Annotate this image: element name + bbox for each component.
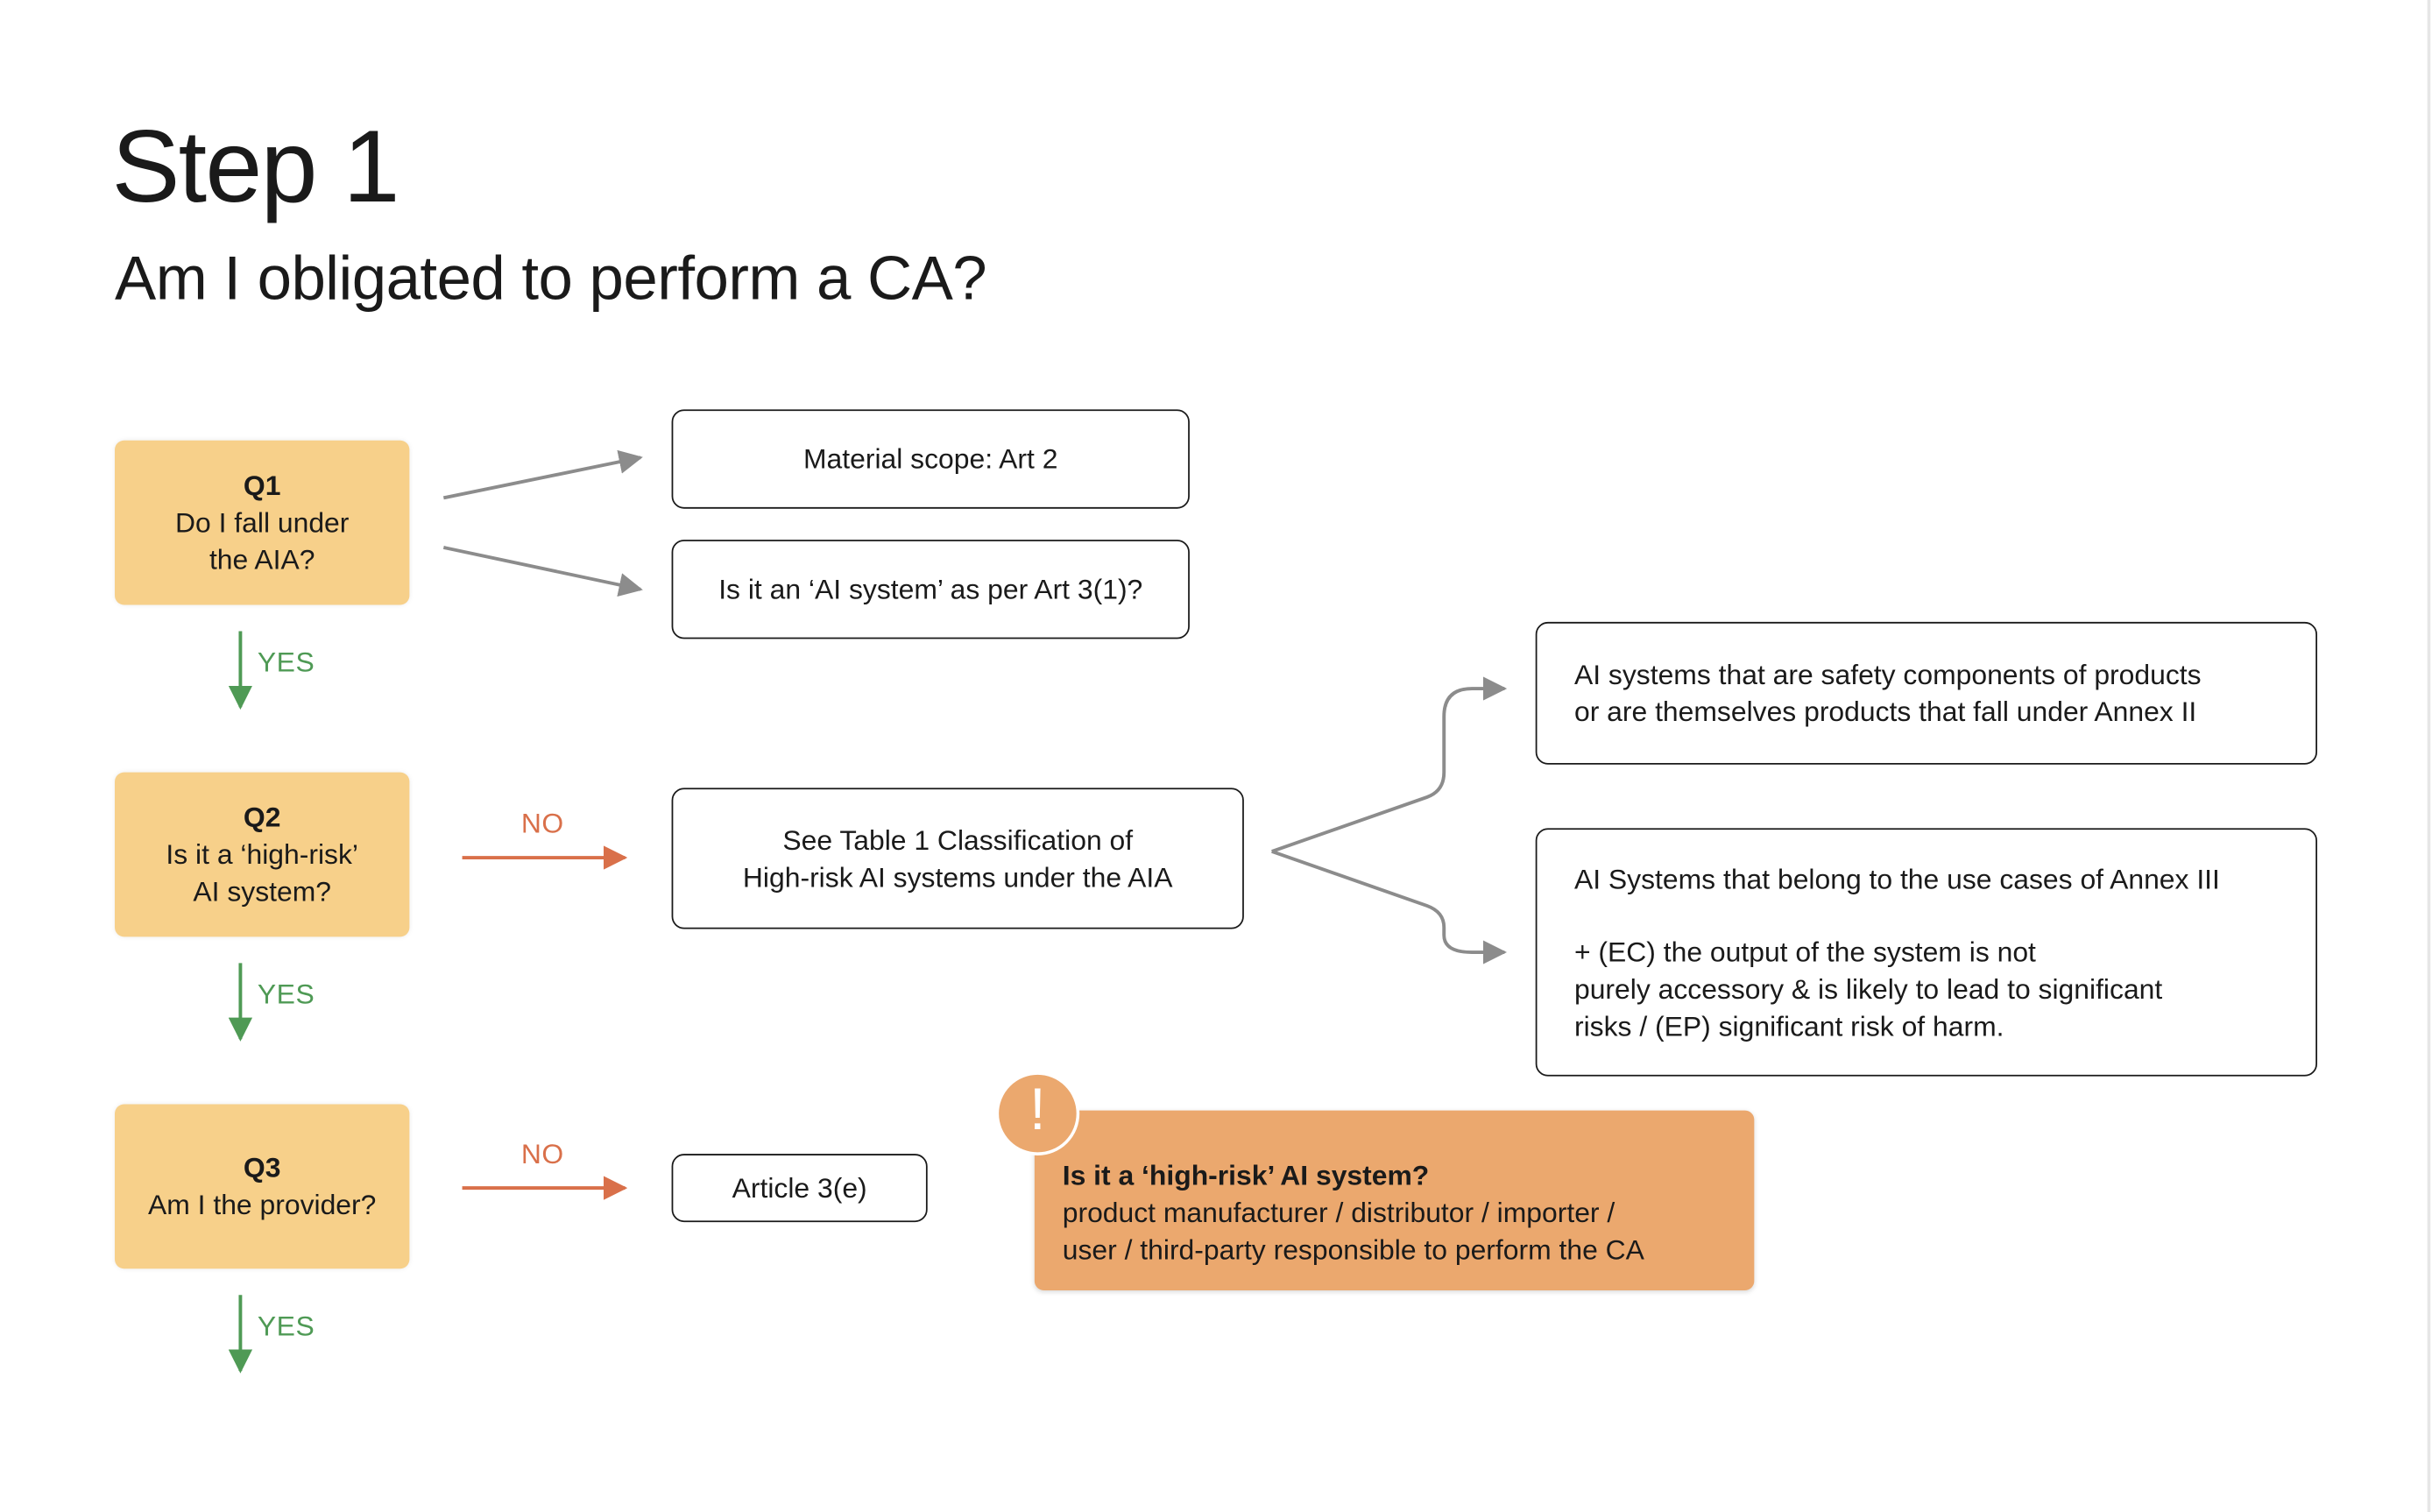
annex3-line1: AI Systems that belong to the use cases … <box>1573 863 2220 894</box>
question-id: Q3 <box>243 1152 281 1183</box>
arrow-table1-to-annex2 <box>1271 676 1508 853</box>
question-text: Is it a ‘high-risk’ AI system? <box>166 838 358 908</box>
no-label-q3: NO <box>520 1138 564 1169</box>
exclamation-icon: ! <box>995 1071 1080 1155</box>
right-edge-divider <box>2427 0 2431 1512</box>
no-label-q2: NO <box>520 808 564 839</box>
yes-label-q3: YES <box>257 1310 315 1342</box>
annex3-box: AI Systems that belong to the use cases … <box>1535 828 2317 1077</box>
annex2-box: AI systems that are safety components of… <box>1535 621 2317 765</box>
question-q2: Q2 Is it a ‘high-risk’ AI system? <box>115 772 410 937</box>
alert-heading: Is it a ‘high-risk’ AI system? <box>1062 1160 1430 1191</box>
question-id: Q1 <box>243 470 281 501</box>
question-text: Do I fall under the AIA? <box>175 506 350 576</box>
arrow-q1-to-material-scope <box>442 449 643 500</box>
annex3-line2: + (EC) the output of the system is not p… <box>1573 936 2163 1042</box>
arrow-q1-to-ai-system <box>442 546 643 597</box>
material-scope-box: Material scope: Art 2 <box>671 409 1190 509</box>
high-risk-alert-callout: Is it a ‘high-risk’ AI system? product m… <box>1034 1110 1755 1290</box>
yes-label-q1: YES <box>257 646 315 678</box>
arrow-table1-to-annex3 <box>1271 850 1508 964</box>
alert-body: product manufacturer / distributor / imp… <box>1062 1197 1644 1266</box>
table1-box: See Table 1 Classification of High-risk … <box>671 788 1244 929</box>
ai-system-box: Is it an ‘AI system’ as per Art 3(1)? <box>671 540 1190 639</box>
page-subtitle: Am I obligated to perform a CA? <box>115 244 987 314</box>
question-q1: Q1 Do I fall under the AIA? <box>115 440 410 605</box>
question-q3: Q3 Am I the provider? <box>115 1104 410 1269</box>
yes-label-q2: YES <box>257 979 315 1010</box>
question-id: Q2 <box>243 802 281 833</box>
page-title: Step 1 <box>111 108 399 223</box>
question-text: Am I the provider? <box>147 1189 377 1221</box>
article-3e-box: Article 3(e) <box>671 1154 928 1223</box>
